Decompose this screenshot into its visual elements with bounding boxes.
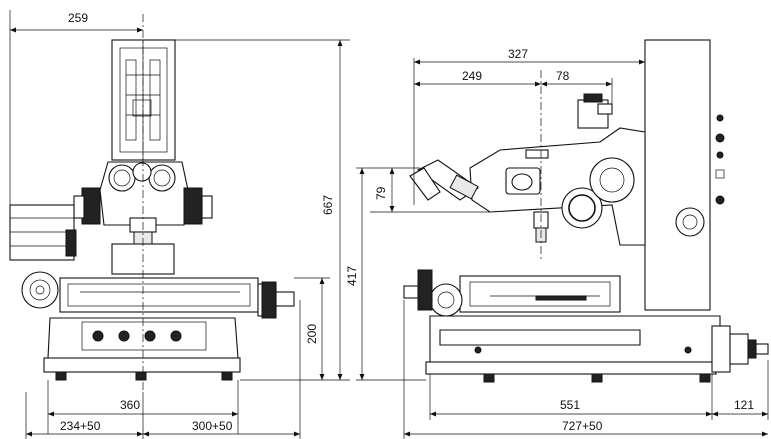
side-view (403, 39, 769, 383)
dim-stage-height: 200 (305, 324, 319, 344)
dim-side-overall-depth: 727+50 (562, 419, 603, 433)
dim-base-left: 234+50 (60, 419, 101, 433)
dim-side-base-depth: 551 (560, 398, 580, 412)
dim-base-width: 360 (120, 398, 140, 412)
dim-overall-height: 667 (321, 195, 335, 215)
dim-side-total-height: 417 (345, 266, 359, 286)
dim-front-width: 259 (68, 11, 88, 25)
dim-eyepiece-offset: 79 (374, 186, 388, 200)
side-dimensions: 327 249 78 79 417 551 121 727+50 (345, 40, 769, 439)
dim-side-top-total: 327 (508, 47, 528, 61)
dim-side-top-left: 249 (462, 69, 482, 83)
front-dimensions: 259 667 200 360 234+50 300+50 (9, 10, 350, 439)
dim-base-right: 300+50 (192, 419, 233, 433)
dim-side-extension: 121 (734, 398, 754, 412)
dim-side-top-right: 78 (556, 69, 570, 83)
front-view (9, 14, 295, 392)
